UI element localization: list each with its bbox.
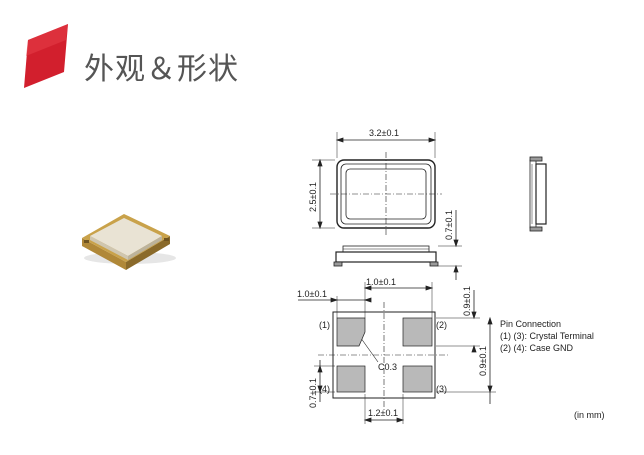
pin-label-4: (4) [319,384,330,394]
pad-1 [336,317,366,347]
pad-4 [336,365,366,393]
dim-left-height: 2.5±0.1 [308,182,318,212]
dim-pad-span-x: 1.2±0.1 [368,408,398,418]
pin-connection-legend: Pin Connection (1) (3): Crystal Terminal… [500,318,594,354]
legend-title: Pin Connection [500,319,562,329]
pad-3 [402,365,433,393]
brand-logo-icon [24,24,68,88]
component-photo [82,214,176,270]
front-side-view [333,245,439,267]
dim-top-width: 3.2±0.1 [369,128,399,138]
pad-2 [402,317,433,347]
top-view [330,152,442,236]
page-title: 外观＆形状 [84,52,239,87]
legend-line-2: (2) (4): Case GND [500,343,574,353]
dim-pad-height: 0.7±0.1 [308,378,318,408]
section-header: 外观＆形状 [22,18,622,98]
right-side-view [529,156,547,232]
dim-pad-width: 1.0±0.1 [297,289,327,299]
pads [336,317,433,393]
pin-label-2: (2) [436,320,447,330]
pin-label-3: (3) [436,384,447,394]
dim-chamfer: C0.3 [378,362,397,372]
dim-pad-pitch-y: 0.9±0.1 [478,346,488,376]
dim-pad-offset-y: 0.9±0.1 [462,286,472,316]
pad-view [318,302,450,410]
legend-line-1: (1) (3): Crystal Terminal [500,331,594,341]
dim-package-height: 0.7±0.1 [444,210,454,240]
unit-note: (in mm) [574,410,605,420]
pin-label-1: (1) [319,320,330,330]
dim-pad-pitch-x: 1.0±0.1 [366,277,396,287]
